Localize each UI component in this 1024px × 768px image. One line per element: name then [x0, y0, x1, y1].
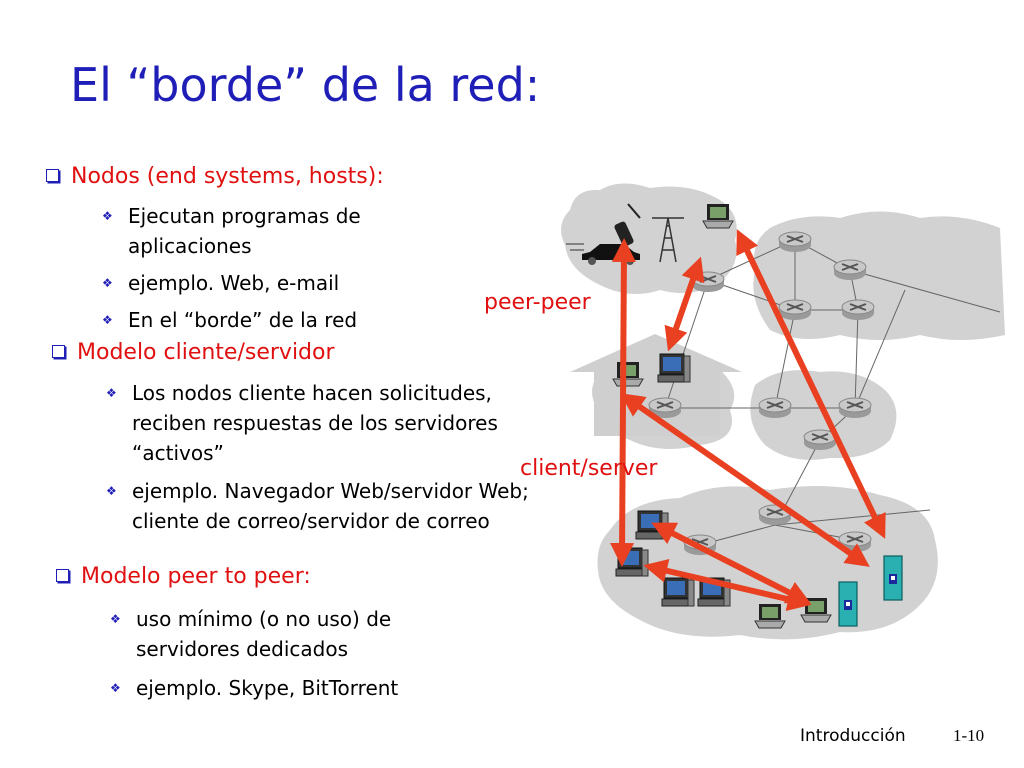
section-heading-cliente-servidor: Modelo cliente/servidor [52, 340, 335, 365]
footer-section: Introducción [800, 726, 906, 746]
diamond-bullet-icon: ❖ [106, 386, 117, 400]
heading-text: Modelo peer to peer: [81, 564, 311, 589]
list-item: ❖Ejecutan programas de aplicaciones [102, 201, 428, 261]
list-item: ❖En el “borde” de la red [102, 305, 428, 335]
diamond-bullet-icon: ❖ [102, 209, 113, 223]
server-icon [883, 555, 903, 601]
list-item: ❖ uso mínimo (o no uso) de servidores de… [110, 604, 446, 664]
diamond-bullet-icon: ❖ [106, 484, 117, 498]
peer-peer-label: peer-peer [484, 290, 591, 315]
desktop-pc-icon [661, 577, 695, 607]
antenna-tower-icon [652, 217, 684, 263]
router-icon [838, 397, 872, 419]
isp-network-region [753, 211, 1005, 340]
client-server-label: client/server [520, 456, 658, 481]
laptop-icon [702, 203, 734, 229]
slide-title: El “borde” de la red: [70, 58, 541, 112]
laptop-icon [612, 361, 644, 387]
square-bullet-icon [56, 569, 69, 582]
diamond-bullet-icon: ❖ [110, 612, 121, 626]
diamond-bullet-icon: ❖ [102, 313, 113, 327]
router-icon [778, 299, 812, 321]
router-icon [833, 259, 867, 281]
list-item: ❖ejemplo. Web, e-mail [102, 268, 428, 298]
list-item: ❖ejemplo. Skype, BitTorrent [110, 673, 476, 703]
diamond-bullet-icon: ❖ [110, 681, 121, 695]
laptop-icon [800, 597, 832, 623]
heading-text: Modelo cliente/servidor [77, 340, 335, 365]
square-bullet-icon [46, 169, 59, 182]
diamond-bullet-icon: ❖ [102, 276, 113, 290]
heading-text: Nodos (end systems, hosts): [71, 164, 384, 189]
square-bullet-icon [52, 345, 65, 358]
desktop-pc-icon [635, 510, 669, 540]
router-icon [841, 299, 875, 321]
list-item: ❖ejemplo. Navegador Web/servidor Web; cl… [106, 476, 542, 536]
page-number: 1-10 [953, 726, 985, 745]
list-item: ❖Los nodos cliente hacen solicitudes, re… [106, 378, 542, 468]
router-icon [758, 397, 792, 419]
desktop-pc-icon [657, 353, 691, 383]
router-icon [778, 231, 812, 253]
server-icon [838, 581, 858, 627]
laptop-icon [754, 603, 786, 629]
section-heading-peer-to-peer: Modelo peer to peer: [56, 564, 311, 589]
section-heading-nodos: Nodos (end systems, hosts): [46, 164, 384, 189]
communication-arrows [610, 229, 886, 611]
